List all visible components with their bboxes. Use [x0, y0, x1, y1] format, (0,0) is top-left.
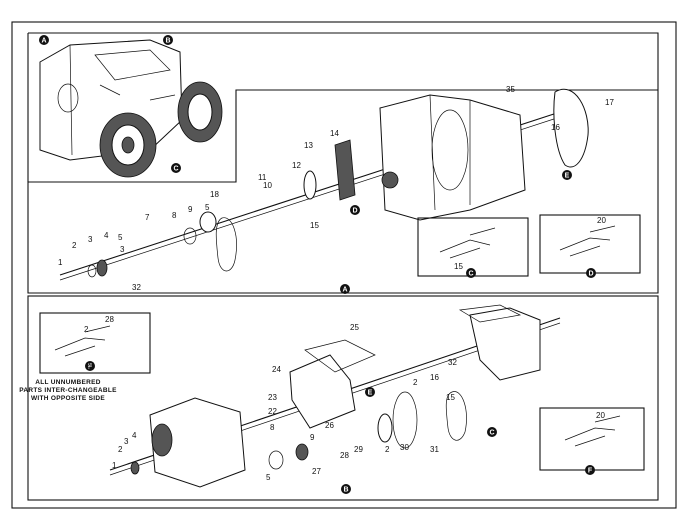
part-number-label: 5 [266, 473, 271, 482]
inset-e-top [539, 214, 641, 274]
part-number-label: 7 [145, 213, 150, 222]
callout-letter: C [489, 430, 494, 437]
part-number-label: 14 [330, 129, 339, 138]
part-number-label: 2 [84, 325, 89, 334]
part-number-label: 32 [132, 283, 141, 292]
wheel-assembly-drawing [39, 39, 223, 178]
top-section-frame [27, 32, 659, 294]
callout-2: C [171, 163, 181, 173]
part-number-label: 13 [304, 141, 313, 150]
part-number-label: 4 [132, 431, 137, 440]
part-number-label: 8 [270, 423, 275, 432]
note-line-3: WITH OPPOSITE SIDE [31, 395, 105, 402]
part-number-label: 2 [413, 378, 418, 387]
part-number-label: 23 [268, 393, 277, 402]
part-number-label: 5 [205, 203, 210, 212]
callout-5: A [340, 284, 350, 294]
part-number-label: 10 [263, 181, 272, 190]
callout-letter: A [41, 38, 46, 45]
part-number-label: 1 [58, 258, 63, 267]
part-number-label: 3 [124, 437, 129, 446]
callout-letter: A [342, 287, 347, 294]
callout-letter: D [588, 271, 593, 278]
callout-11: B [341, 484, 351, 494]
part-number-label: 11 [258, 173, 267, 182]
outer-frame [11, 21, 677, 509]
callout-9: F [85, 361, 95, 371]
part-number-label: 2 [118, 445, 123, 454]
part-number-label: 8 [172, 211, 177, 220]
callout-10: C [487, 427, 497, 437]
callout-3: D [350, 205, 360, 215]
part-number-label: 16 [430, 373, 439, 382]
callout-letter: D [352, 208, 357, 215]
inset-d-top [417, 217, 529, 277]
callout-7: D [586, 268, 596, 278]
part-number-label: 27 [312, 467, 321, 476]
part-number-label: 35 [506, 85, 515, 94]
part-number-label: 26 [325, 421, 334, 430]
note-line-2: PARTS INTER-CHANGEABLE [19, 387, 117, 394]
part-number-label: 9 [310, 433, 315, 442]
callout-letter: E [565, 173, 570, 180]
part-number-label: 18 [210, 190, 219, 199]
callout-4: E [562, 170, 572, 180]
part-number-label: 29 [354, 445, 363, 454]
callout-1: B [163, 35, 173, 45]
part-number-label: 30 [400, 443, 409, 452]
part-number-label: 4 [104, 231, 109, 240]
part-number-label: 31 [430, 445, 439, 454]
part-number-label: 2 [72, 241, 77, 250]
part-number-label: 28 [105, 315, 114, 324]
part-number-label: 3 [120, 245, 125, 254]
callout-12: F [585, 465, 595, 475]
callout-letter: C [468, 271, 473, 278]
part-number-label: 16 [551, 123, 560, 132]
callout-letter: F [588, 468, 593, 475]
part-number-label: 15 [310, 221, 319, 230]
note-line-1: ALL UNNUMBERED [35, 379, 100, 386]
callouts: A B C D E A C D E F C B F [39, 35, 596, 494]
interchangeable-note: ALL UNNUMBERED PARTS INTER-CHANGEABLE WI… [19, 379, 117, 402]
callout-letter: B [165, 38, 170, 45]
top-shaft-drawing [59, 88, 589, 281]
part-number-label: 24 [272, 365, 281, 374]
part-number-label: 15 [446, 393, 455, 402]
part-number-label: 15 [454, 262, 463, 271]
callout-letter: F [88, 364, 93, 371]
part-number-label: 9 [188, 205, 193, 214]
part-number-label: 25 [350, 323, 359, 332]
bottom-assembly-drawing [109, 304, 561, 488]
callout-0: A [39, 35, 49, 45]
inset-sketches [54, 225, 621, 447]
inset-f [39, 312, 151, 374]
callout-letter: E [368, 390, 373, 397]
part-number-label: 3 [88, 235, 93, 244]
part-number-label: 20 [596, 411, 605, 420]
part-number-label: 2 [385, 445, 390, 454]
part-number-label: 12 [292, 161, 301, 170]
bottom-section-frame [27, 295, 659, 501]
part-number-label: 28 [340, 451, 349, 460]
callout-letter: C [173, 166, 178, 173]
part-number-label: 32 [448, 358, 457, 367]
callout-6: C [466, 268, 476, 278]
part-number-label: 1 [112, 461, 117, 470]
inset-c-bottom [539, 407, 645, 471]
part-number-label: 5 [118, 233, 123, 242]
part-number-label: 22 [268, 407, 277, 416]
callout-8: E [365, 387, 375, 397]
part-number-label: 17 [605, 98, 614, 107]
callout-letter: B [343, 487, 348, 494]
part-number-label: 21 [86, 361, 95, 370]
part-number-label: 20 [597, 216, 606, 225]
